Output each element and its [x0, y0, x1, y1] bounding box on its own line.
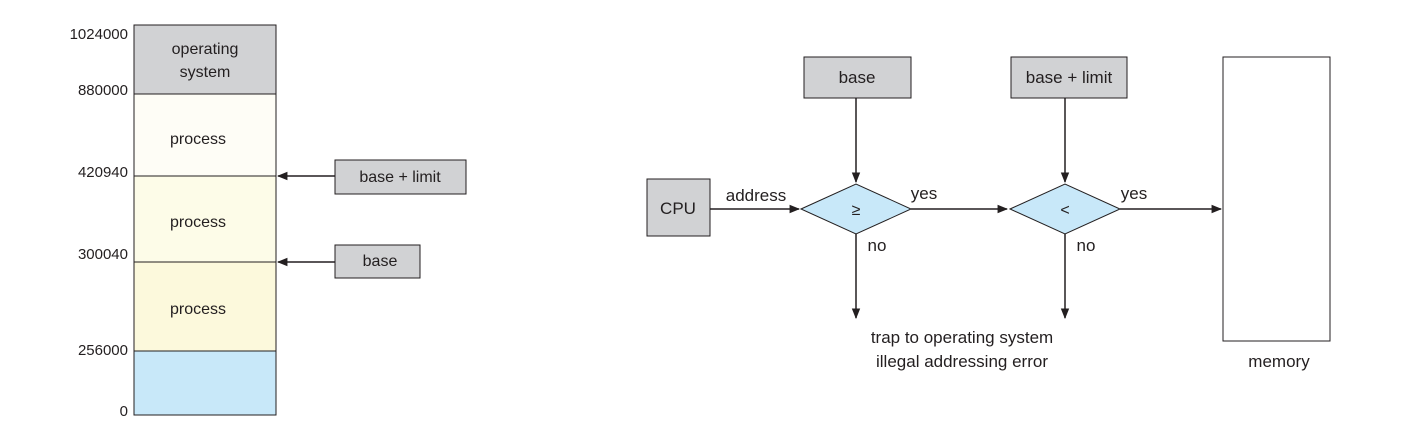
base-limit-register-label: base + limit — [359, 169, 441, 186]
ge-symbol: ≥ — [852, 202, 861, 219]
address-880000: 880000 — [78, 82, 128, 99]
os-label-line1: operating — [172, 41, 239, 58]
cpu-box — [646, 178, 711, 237]
base-register-label: base — [363, 253, 398, 270]
address-label: address — [726, 186, 786, 205]
trap-label-line2: illegal addressing error — [876, 352, 1048, 371]
free-segment — [133, 350, 277, 416]
base-limit-box-label: base + limit — [1026, 68, 1113, 87]
cpu-label: CPU — [660, 199, 696, 218]
address-420940: 420940 — [78, 164, 128, 181]
base-box-label: base — [839, 68, 876, 87]
process-segment-2 — [133, 175, 277, 263]
trap-label-line1: trap to operating system — [871, 328, 1053, 347]
process-segment-1 — [133, 93, 277, 177]
base-limit-register-box — [334, 159, 467, 195]
memory-box — [1222, 56, 1331, 342]
os-label-line2: system — [180, 64, 231, 81]
memory-map: operating system process process process… — [70, 24, 467, 420]
os-segment — [133, 24, 277, 95]
base-limit-box — [1010, 56, 1128, 99]
process-label-1: process — [170, 131, 226, 148]
yes-label-2: yes — [1121, 184, 1147, 203]
memory-label: memory — [1248, 352, 1310, 371]
address-1024000: 1024000 — [70, 26, 128, 43]
process-segment-3 — [133, 261, 277, 352]
lt-symbol: < — [1060, 202, 1069, 219]
address-256000: 256000 — [78, 342, 128, 359]
address-check-flowchart: CPU address base ≥ yes no base + limit <… — [646, 56, 1331, 371]
no-label-2: no — [1077, 236, 1096, 255]
no-label-1: no — [868, 236, 887, 255]
process-label-2: process — [170, 214, 226, 231]
base-box — [803, 56, 912, 99]
yes-label-1: yes — [911, 184, 937, 203]
process-label-3: process — [170, 301, 226, 318]
address-0: 0 — [120, 403, 128, 420]
address-300040: 300040 — [78, 246, 128, 263]
